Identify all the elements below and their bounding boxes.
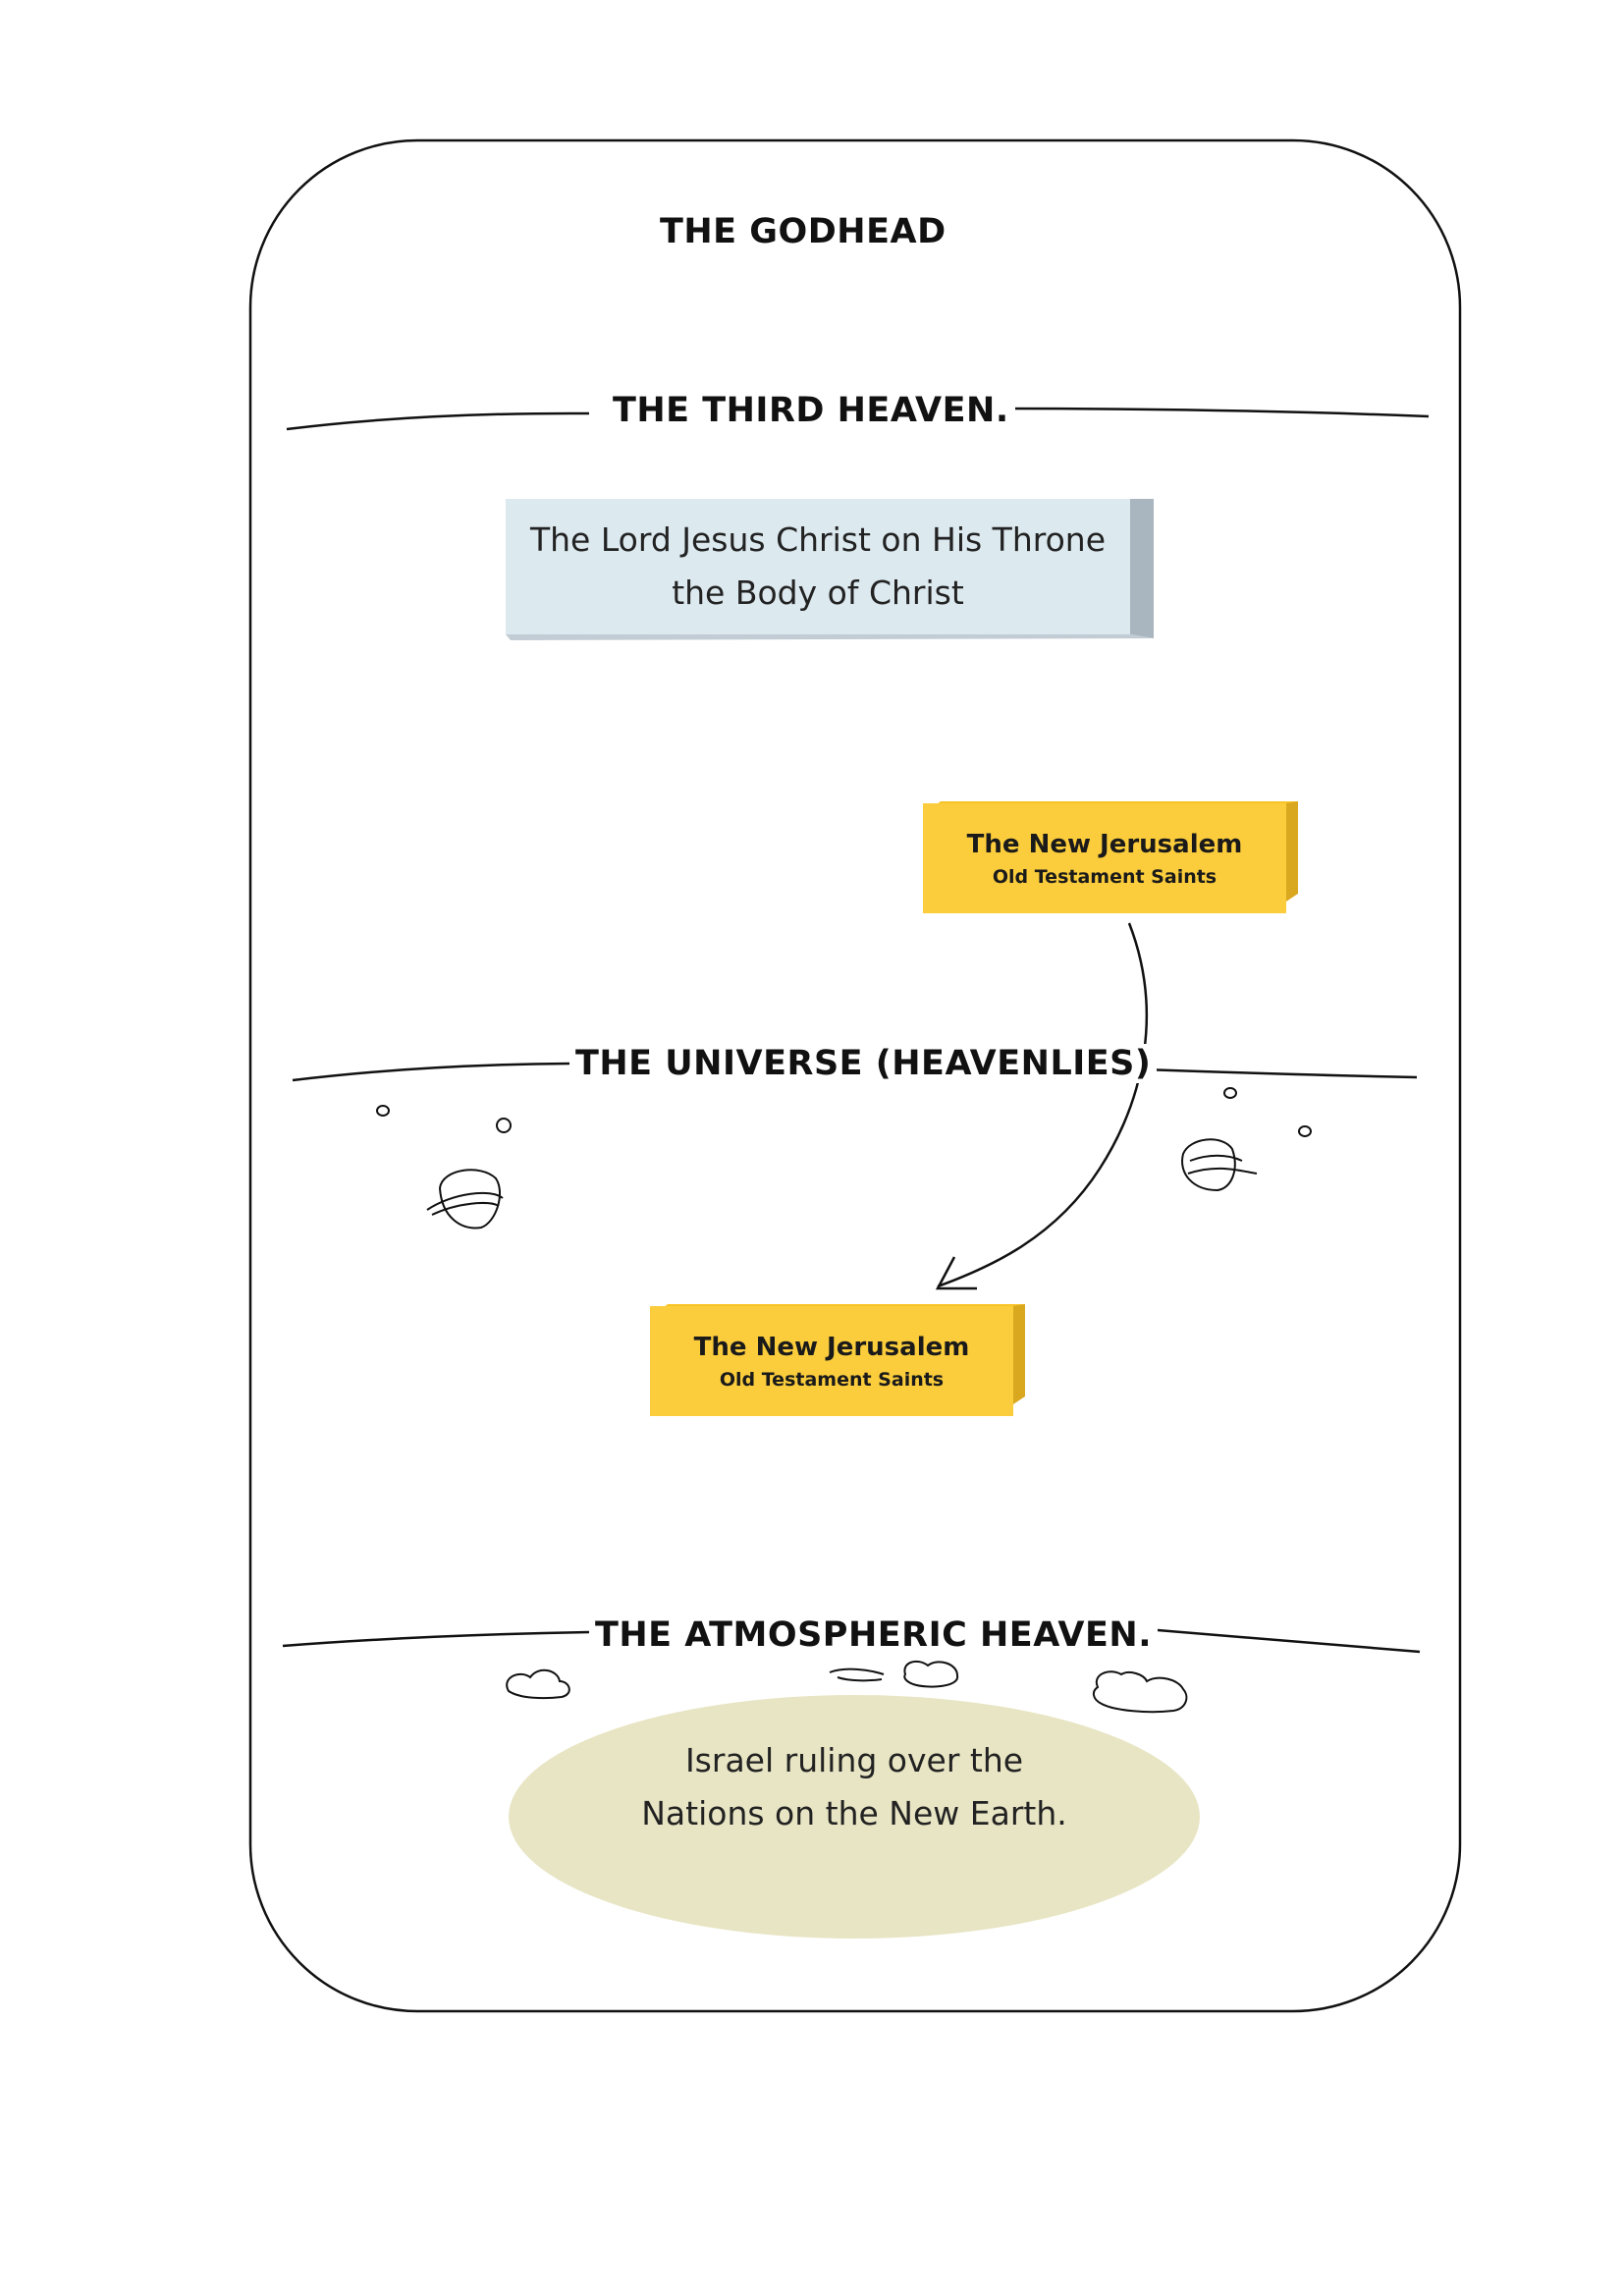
cloud-icon — [829, 1667, 885, 1682]
atmospheric-divider — [282, 1626, 1421, 1654]
new-jerusalem-upper-title: The New Jerusalem — [966, 830, 1243, 859]
new-jerusalem-lower-subtitle: Old Testament Saints — [719, 1369, 945, 1391]
new-jerusalem-lower-title: The New Jerusalem — [693, 1333, 970, 1362]
descent-arrow — [937, 922, 1149, 1288]
new-jerusalem-upper-subtitle: Old Testament Saints — [992, 866, 1217, 888]
throne-box: The Lord Jesus Christ on His Throne the … — [506, 499, 1130, 634]
star-icon — [496, 1118, 512, 1133]
new-earth-text: Israel ruling over the Nations on the Ne… — [511, 1723, 1198, 1851]
cloud-icon — [506, 1668, 570, 1700]
cloud-icon — [903, 1660, 959, 1688]
new-earth-line-1: Israel ruling over the — [684, 1741, 1024, 1779]
new-earth-line-2: Nations on the New Earth. — [641, 1794, 1067, 1832]
new-jerusalem-lower-box: The New Jerusalem Old Testament Saints — [650, 1306, 1013, 1416]
descent-arrowhead — [935, 1256, 977, 1290]
planet-icon — [1181, 1138, 1258, 1192]
heavens-frame — [248, 138, 1462, 2013]
cloud-icon — [1092, 1670, 1188, 1714]
nj2-right-bevel — [996, 1304, 1025, 1416]
new-jerusalem-upper-box: The New Jerusalem Old Testament Saints — [923, 803, 1286, 913]
throne-line-1: The Lord Jesus Christ on His Throne — [529, 520, 1106, 559]
atmospheric-heaven-label: THE ATMOSPHERIC HEAVEN. — [589, 1615, 1158, 1655]
star-icon — [1223, 1087, 1237, 1099]
nj1-right-bevel — [1269, 801, 1298, 913]
throne-box-right-bevel — [1130, 499, 1154, 638]
star-icon — [376, 1105, 390, 1117]
new-earth-ellipse — [509, 1695, 1200, 1939]
throne-line-2: the Body of Christ — [672, 574, 964, 612]
planet-icon — [426, 1169, 504, 1230]
universe-label: THE UNIVERSE (HEAVENLIES) — [569, 1044, 1158, 1083]
star-icon — [1298, 1125, 1312, 1137]
godhead-title: THE GODHEAD — [660, 212, 947, 251]
third-heaven-divider — [286, 407, 1430, 431]
throne-box-bottom-bevel — [506, 634, 1154, 640]
third-heaven-label: THE THIRD HEAVEN. — [607, 391, 1015, 430]
